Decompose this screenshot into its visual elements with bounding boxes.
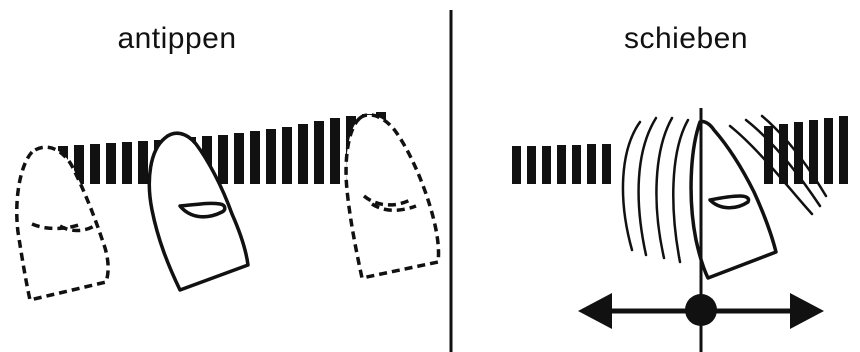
left-panel xyxy=(17,112,439,300)
finger-icon xyxy=(691,121,776,278)
ghost-finger-icon xyxy=(346,115,438,278)
double-arrow-icon xyxy=(578,293,824,329)
right-panel xyxy=(512,108,848,352)
finger-icon xyxy=(149,133,248,290)
touch-strip-left xyxy=(58,112,386,184)
